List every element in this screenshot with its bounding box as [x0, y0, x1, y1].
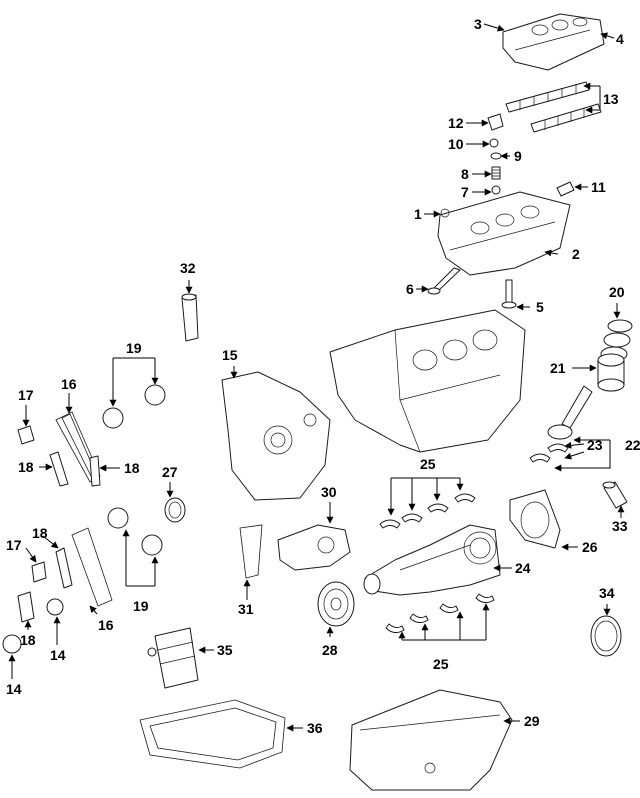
crankshaft	[363, 524, 501, 596]
oil-cooler	[147, 627, 199, 689]
camshafts	[505, 81, 602, 133]
valves	[427, 267, 517, 309]
callout-18-lower-a: 18	[32, 525, 48, 541]
piston-assembly	[597, 319, 633, 392]
callout-9: 9	[514, 148, 522, 164]
callout-24: 24	[515, 560, 531, 576]
callout-14-a: 14	[50, 647, 66, 663]
callout-12: 12	[448, 115, 464, 131]
callout-18-upper-left: 18	[18, 459, 34, 475]
callout-18-upper-right: 18	[124, 460, 140, 476]
crank-pulley	[317, 581, 355, 627]
callout-8: 8	[461, 166, 469, 182]
callout-31: 31	[238, 601, 254, 617]
valve-cover	[502, 13, 605, 71]
callout-19-upper: 19	[126, 340, 142, 356]
callout-19-lower: 19	[133, 598, 149, 614]
leader-lines	[8, 23, 625, 732]
callout-3: 3	[474, 16, 482, 32]
callout-28: 28	[322, 642, 338, 658]
callout-25-lower: 25	[433, 656, 449, 672]
callout-4: 4	[616, 31, 624, 47]
connecting-rod	[529, 385, 593, 463]
valve-train-small-parts	[487, 113, 575, 197]
callout-35: 35	[217, 642, 233, 658]
timing-chain-upper	[17, 384, 166, 487]
rear-main-seal	[590, 615, 622, 657]
oil-pump	[239, 524, 351, 579]
main-bearings-lower	[385, 593, 495, 634]
callout-17-lower: 17	[6, 537, 22, 553]
callout-11: 11	[591, 179, 606, 195]
callout-15: 15	[222, 347, 238, 363]
timing-cover	[221, 371, 331, 501]
callout-7: 7	[461, 184, 469, 200]
callout-21: 21	[550, 360, 566, 376]
callout-2: 2	[572, 246, 580, 262]
callout-5: 5	[536, 299, 544, 315]
main-bearings-upper	[379, 493, 476, 529]
cylinder-head	[437, 191, 571, 276]
callout-29: 29	[524, 713, 540, 729]
callout-6: 6	[406, 281, 414, 297]
callout-34: 34	[599, 585, 615, 601]
callout-27: 27	[162, 464, 178, 480]
callout-33: 33	[612, 518, 628, 534]
callout-16-lower: 16	[98, 617, 114, 633]
callout-26: 26	[582, 539, 598, 555]
callout-18-lower-b: 18	[20, 632, 36, 648]
callout-22: 22	[625, 437, 640, 453]
front-seal	[164, 497, 186, 523]
callout-labels: 3 4 13 12 10 9 8 11 7 1 2 6 5 20 21 22 2…	[6, 16, 640, 736]
timing-chain-lower	[2, 507, 163, 654]
callout-14-b: 14	[6, 681, 22, 697]
oil-pan-gasket	[139, 699, 286, 769]
callout-16-upper: 16	[61, 376, 77, 392]
callout-13: 13	[603, 91, 619, 107]
callout-32: 32	[180, 260, 196, 276]
piston-pin	[602, 481, 628, 509]
callout-25-upper: 25	[420, 456, 436, 472]
engine-block	[329, 309, 526, 453]
callout-20: 20	[609, 284, 625, 300]
rear-seal-retainer	[509, 489, 561, 549]
callout-36: 36	[307, 720, 323, 736]
tensioner	[181, 293, 199, 342]
callout-23: 23	[587, 437, 603, 453]
callout-17-upper: 17	[18, 387, 34, 403]
callout-1: 1	[414, 206, 422, 222]
callout-10: 10	[448, 136, 464, 152]
callout-30: 30	[321, 484, 337, 500]
oil-pan	[349, 689, 513, 791]
